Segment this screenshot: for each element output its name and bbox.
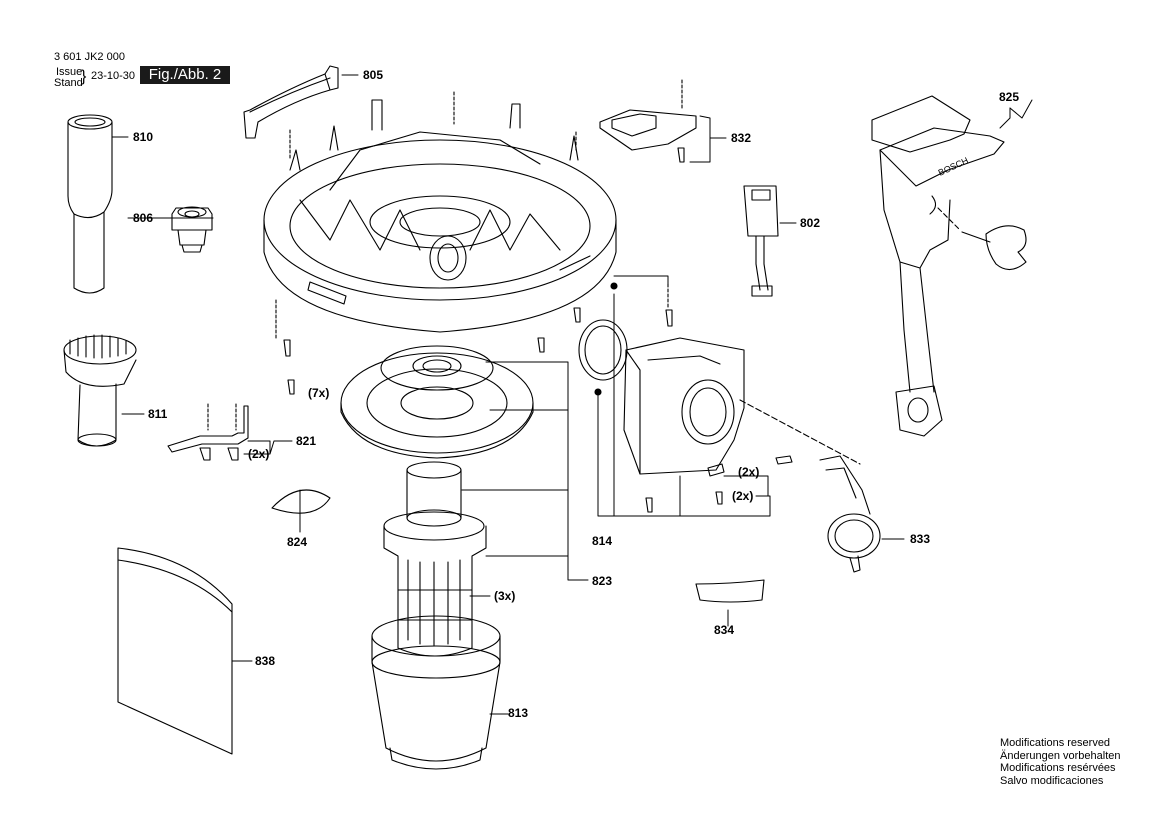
part-label-805: 805	[363, 68, 384, 82]
ring-marker-dot-top	[610, 282, 618, 290]
part-802-board-drawing	[743, 185, 779, 297]
part-814-ring-drawing	[578, 319, 628, 381]
part-label-806: 806	[133, 211, 154, 225]
part-label-811: 811	[148, 407, 168, 421]
bosch-logo: BOSCH	[937, 155, 970, 178]
housing-screws-drawing	[283, 307, 581, 395]
filter-plate-drawing	[340, 345, 534, 459]
part-838-bag-drawing	[117, 547, 233, 755]
part-833-cap-drawing	[819, 455, 881, 573]
housing-drawing	[263, 91, 617, 341]
ring-marker-dot-bottom	[594, 388, 602, 396]
part-811-brush-drawing	[63, 334, 137, 447]
issue-label: Issue	[56, 66, 83, 78]
issue-brace: }	[81, 68, 87, 85]
part-label-832: 832	[731, 131, 752, 145]
part-832-cover-drawing	[599, 79, 697, 163]
filter-cage-drawing	[383, 511, 487, 657]
part-814-housing-drawing	[623, 283, 861, 513]
part-label-834: 834	[714, 623, 735, 637]
part-label-833: 833	[910, 532, 931, 546]
leader-lines	[111, 74, 1033, 715]
modifications-notice: Modifications reserved Änderungen vorbeh…	[1000, 737, 1120, 787]
part-805-clip-drawing	[243, 65, 339, 139]
part-813-container-drawing	[371, 615, 501, 770]
part-label-814: 814	[592, 534, 613, 548]
quantity-label-2x-upper: (2x)	[738, 465, 760, 479]
part-821-bracket-drawing	[167, 403, 249, 461]
part-834-strip-drawing	[695, 579, 765, 603]
quantity-label-3x: (3x)	[494, 589, 516, 603]
filter-cylinder-drawing	[406, 461, 462, 527]
part-806-adapter-drawing	[171, 206, 213, 253]
part-824-pad-drawing	[271, 489, 331, 514]
part-label-824: 824	[287, 535, 308, 549]
document-number: 3 601 JK2 000	[54, 51, 125, 63]
notice-en: Modifications reserved	[1000, 737, 1111, 749]
part-label-825: 825	[999, 90, 1020, 104]
part-label-810: 810	[133, 130, 154, 144]
quantity-label-821-2x: (2x)	[248, 447, 270, 461]
quantity-label-2x-lower: (2x)	[732, 489, 754, 503]
figure-label: Fig./Abb. 2	[140, 66, 230, 84]
part-label-813: 813	[508, 706, 529, 720]
stand-label: Stand	[54, 77, 83, 89]
part-label-802: 802	[800, 216, 821, 230]
issue-date: 23-10-30	[91, 70, 136, 82]
quantity-label-7x: (7x)	[308, 386, 330, 400]
part-label-821: 821	[296, 434, 317, 448]
notice-es: Salvo modificaciones	[1000, 774, 1104, 787]
part-label-823: 823	[592, 574, 613, 588]
part-825-handle-drawing	[871, 95, 1027, 437]
notice-de: Änderungen vorbehalten	[1000, 749, 1121, 762]
part-label-838: 838	[255, 654, 276, 668]
part-810-nozzle-drawing	[67, 114, 113, 294]
notice-fr: Modifications resérvées	[1000, 762, 1116, 774]
